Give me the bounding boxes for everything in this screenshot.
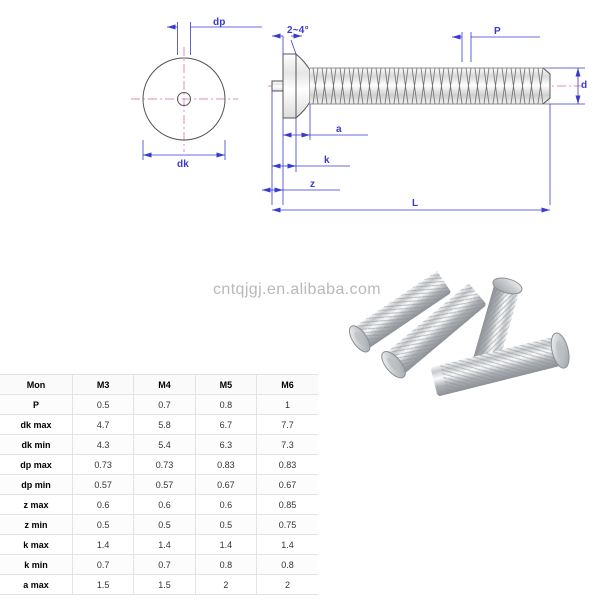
table-row: P 0.5 0.7 0.8 1 <box>0 394 318 415</box>
table-cell: 5.8 <box>133 414 196 435</box>
table-cell: 1.4 <box>133 534 196 555</box>
dimension-label-angle: 2~4° <box>287 25 309 36</box>
table-row: dp min 0.57 0.57 0.67 0.67 <box>0 474 318 495</box>
technical-drawing-svg <box>131 22 585 213</box>
table-cell: 4.3 <box>72 434 135 455</box>
table-row: z max 0.6 0.6 0.6 0.85 <box>0 494 318 515</box>
table-cell: 0.83 <box>256 454 318 475</box>
table-header-row: Mon M3 M4 M5 M6 <box>0 374 318 395</box>
row-label: a max <box>0 574 73 595</box>
dimension-label-dk: dk <box>177 159 190 170</box>
table-cell: 2 <box>195 574 258 595</box>
column-header: Mon <box>0 374 73 395</box>
dimension-label-k: k <box>324 155 330 166</box>
table-cell: 0.67 <box>256 474 318 495</box>
table-row: k min 0.7 0.7 0.8 0.8 <box>0 554 318 575</box>
table-cell: 2 <box>256 574 318 595</box>
table-cell: 1.4 <box>195 534 258 555</box>
column-header: M5 <box>195 374 258 395</box>
row-label: z min <box>0 514 73 535</box>
product-photo-svg <box>348 271 570 396</box>
table-cell: 0.73 <box>72 454 135 475</box>
table-cell: 0.83 <box>195 454 258 475</box>
dimension-label-z: z <box>310 179 316 190</box>
dimension-label-diameter: d <box>581 80 588 91</box>
table-cell: 1.5 <box>133 574 196 595</box>
table-cell: 0.6 <box>195 494 258 515</box>
row-label: dp max <box>0 454 73 475</box>
column-header: M4 <box>133 374 196 395</box>
table-cell: 0.8 <box>195 394 258 415</box>
dimension-label-a: a <box>336 124 342 135</box>
table-cell: 0.6 <box>133 494 196 515</box>
table-cell: 0.7 <box>72 554 135 575</box>
column-header: M6 <box>256 374 318 395</box>
row-label: dk min <box>0 434 73 455</box>
weld-stud <box>381 283 487 379</box>
row-label: dk max <box>0 414 73 435</box>
specification-table: Mon M3 M4 M5 M6 P 0.5 0.7 0.8 1 dk max 4… <box>0 374 318 595</box>
table-cell: 6.7 <box>195 414 258 435</box>
weld-stud <box>431 332 570 396</box>
table-cell: 1.4 <box>72 534 135 555</box>
table-cell: 0.85 <box>256 494 318 515</box>
table-cell: 4.7 <box>72 414 135 435</box>
table-cell: 0.5 <box>72 394 135 415</box>
table-cell: 0.6 <box>72 494 135 515</box>
row-label: k max <box>0 534 73 555</box>
table-cell: 0.5 <box>72 514 135 535</box>
side-view-group <box>262 32 585 213</box>
table-row: a max 1.5 1.5 2 2 <box>0 574 318 595</box>
table-row: dp max 0.73 0.73 0.83 0.83 <box>0 454 318 475</box>
table-cell: 1.5 <box>72 574 135 595</box>
dimension-label-pitch: P <box>494 26 501 37</box>
dimension-label-length: L <box>412 198 419 209</box>
top-view-group <box>131 22 262 160</box>
weld-stud <box>348 271 452 353</box>
dimension-label-dp: dp <box>213 17 226 28</box>
table-cell: 0.7 <box>133 394 196 415</box>
row-label: k min <box>0 554 73 575</box>
row-label: dp min <box>0 474 73 495</box>
table-cell: 0.7 <box>133 554 196 575</box>
table-cell: 0.5 <box>133 514 196 535</box>
table-cell: 0.57 <box>133 474 196 495</box>
table-cell: 6.3 <box>195 434 258 455</box>
table-cell: 1 <box>256 394 318 415</box>
table-cell: 0.75 <box>256 514 318 535</box>
table-row: dk max 4.7 5.8 6.7 7.7 <box>0 414 318 435</box>
table-cell: 0.5 <box>195 514 258 535</box>
row-label: z max <box>0 494 73 515</box>
column-header: M3 <box>72 374 135 395</box>
product-photo <box>330 248 600 420</box>
table-cell: 0.57 <box>72 474 135 495</box>
table-cell: 0.67 <box>195 474 258 495</box>
watermark-text: cntqjgj.en.alibaba.com <box>213 281 382 298</box>
table-cell: 0.73 <box>133 454 196 475</box>
table-cell: 7.7 <box>256 414 318 435</box>
table-row: z min 0.5 0.5 0.5 0.75 <box>0 514 318 535</box>
table-cell: 0.8 <box>256 554 318 575</box>
technical-drawing: dp dk 2~4° P d a k z L <box>0 0 600 230</box>
table-cell: 7.3 <box>256 434 318 455</box>
table-cell: 5.4 <box>133 434 196 455</box>
table-cell: 0.8 <box>195 554 258 575</box>
row-label: P <box>0 394 73 415</box>
table-row: k max 1.4 1.4 1.4 1.4 <box>0 534 318 555</box>
table-cell: 1.4 <box>256 534 318 555</box>
table-row: dk min 4.3 5.4 6.3 7.3 <box>0 434 318 455</box>
